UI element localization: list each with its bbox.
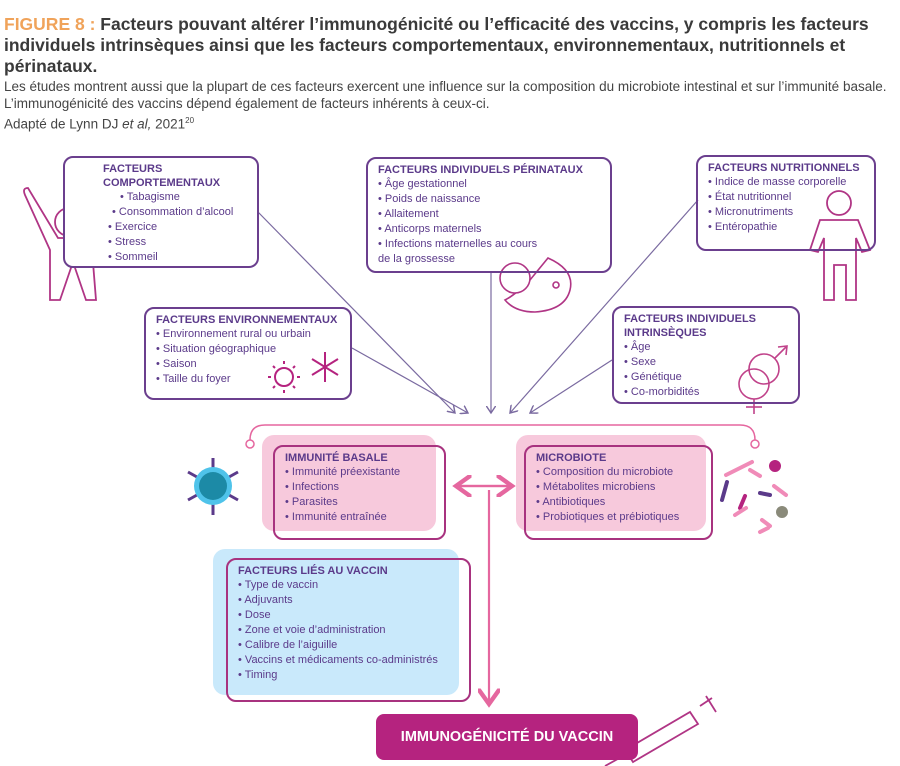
list-item: Infections maternelles au cours de la gr…	[378, 237, 548, 267]
convergence-arrows	[257, 199, 699, 413]
list-item: Infections	[285, 480, 434, 495]
arrow-comportementaux	[257, 211, 455, 413]
list-item: Sommeil	[108, 250, 247, 265]
list-item: Environnement rural ou urbain	[156, 327, 340, 342]
list-item: Stress	[108, 235, 247, 250]
list-item: Dose	[238, 608, 459, 623]
list-item: Taille du foyer	[156, 372, 340, 387]
box-title-line2: COMPORTEMENTAUX	[103, 177, 221, 189]
list-item: Type de vaccin	[238, 578, 459, 593]
figure-source: Adapté de Lynn DJ et al, 202120	[4, 112, 896, 133]
bacteria-icon	[720, 460, 788, 534]
list-item: Zone et voie d’administration	[238, 623, 459, 638]
pink-bracket	[245, 424, 760, 449]
list-item: Poids de naissance	[378, 192, 600, 207]
list-item: Immunité entraînée	[285, 510, 434, 525]
figure-title: FIGURE 8 : Facteurs pouvant altérer l’im…	[4, 14, 896, 77]
list-item: Entéropathie	[708, 220, 864, 235]
arrow-environnementaux	[351, 347, 468, 413]
box-title-line1: FACTEURS	[103, 163, 163, 175]
box-title: FACTEURS INDIVIDUELS PÉRINATAUX	[378, 164, 583, 176]
list-item: Consommation d’alcool	[108, 205, 247, 220]
box-nutritionnels: FACTEURS NUTRITIONNELS Indice de masse c…	[696, 155, 876, 251]
list-item: Génétique	[624, 370, 788, 385]
figure-header: FIGURE 8 : Facteurs pouvant altérer l’im…	[4, 14, 896, 133]
box-title: FACTEURS ENVIRONNEMENTAUX	[156, 314, 338, 326]
list-item: Indice de masse corporelle	[708, 175, 864, 190]
list-item: Allaitement	[378, 207, 600, 222]
source-italic: et al,	[122, 116, 152, 132]
list-item: État nutritionnel	[708, 190, 864, 205]
list-item: Parasites	[285, 495, 434, 510]
list-item: Immunité préexistante	[285, 465, 434, 480]
box-facteurs-vaccin: FACTEURS LIÉS AU VACCIN Type de vaccin A…	[226, 558, 471, 702]
list-item: Saison	[156, 357, 340, 372]
list-item: Vaccins et médicaments co-administrés	[238, 653, 459, 668]
list-item: Co-morbidités	[624, 385, 788, 400]
list-item: Exercice	[108, 220, 247, 235]
box-title: MICROBIOTE	[536, 452, 607, 464]
list-item: Probiotiques et prébiotiques	[536, 510, 701, 525]
box-environnementaux: FACTEURS ENVIRONNEMENTAUX Environnement …	[144, 307, 352, 400]
figure-title-text: Facteurs pouvant altérer l’immunogénicit…	[4, 14, 869, 76]
arrow-nutritionnels	[510, 199, 699, 413]
list-item: Timing	[238, 668, 459, 683]
box-title: IMMUNITÉ BASALE	[285, 452, 388, 464]
arrow-intrinseques	[530, 359, 613, 413]
box-immunite-basale: IMMUNITÉ BASALE Immunité préexistante In…	[273, 445, 446, 540]
list-item: Micronutriments	[708, 205, 864, 220]
list-item: Âge	[624, 340, 788, 355]
list-item: Âge gestationnel	[378, 177, 600, 192]
box-title-line1: FACTEURS INDIVIDUELS	[624, 313, 757, 325]
list-item: Composition du microbiote	[536, 465, 701, 480]
list-item: Adjuvants	[238, 593, 459, 608]
list-item: Antibiotiques	[536, 495, 701, 510]
box-perinataux: FACTEURS INDIVIDUELS PÉRINATAUX Âge gest…	[366, 157, 612, 273]
figure-subtitle: Les études montrent aussi que la plupart…	[4, 79, 887, 111]
source-ref: 20	[185, 116, 195, 125]
box-title-line2: INTRINSÈQUES	[624, 327, 707, 339]
box-intrinseques: FACTEURS INDIVIDUELS INTRINSÈQUES Âge Se…	[612, 306, 800, 404]
list-item: Calibre de l’aiguille	[238, 638, 459, 653]
source-year: 2021	[151, 116, 186, 132]
double-arrow	[456, 486, 512, 704]
source-prefix: Adapté de Lynn DJ	[4, 116, 123, 132]
list-item: Anticorps maternels	[378, 222, 600, 237]
list-item: Situation géographique	[156, 342, 340, 357]
list-item: Tabagisme	[108, 190, 247, 205]
list-item: Sexe	[624, 355, 788, 370]
immune-cell-icon	[187, 458, 239, 515]
figure-label: FIGURE 8 :	[4, 14, 96, 34]
result-immunogenicite: IMMUNOGÉNICITÉ DU VACCIN	[376, 714, 638, 760]
list-item: Métabolites microbiens	[536, 480, 701, 495]
box-comportementaux: FACTEURS COMPORTEMENTAUX Tabagisme Conso…	[63, 156, 259, 268]
box-title: FACTEURS NUTRITIONNELS	[708, 162, 860, 174]
box-microbiote: MICROBIOTE Composition du microbiote Mét…	[524, 445, 713, 540]
box-title: FACTEURS LIÉS AU VACCIN	[238, 565, 388, 577]
